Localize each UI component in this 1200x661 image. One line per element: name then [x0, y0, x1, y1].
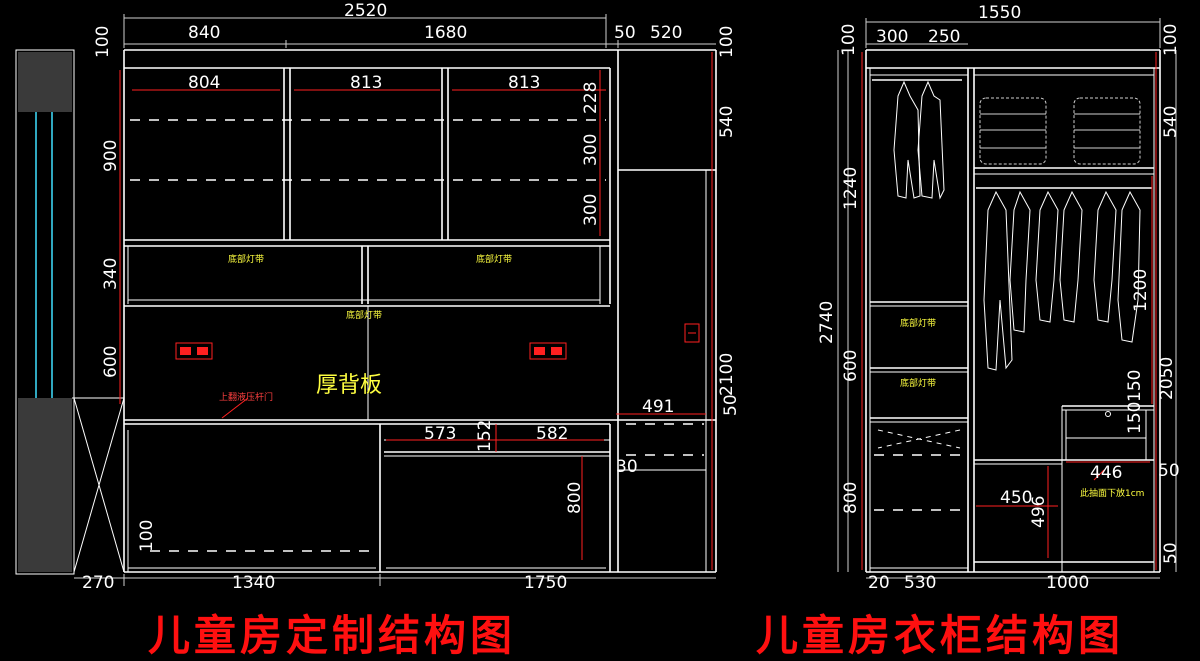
dim-r-50b: 50	[1161, 542, 1181, 564]
dim-h-100: 100	[93, 26, 113, 58]
light-strip-label: 底部灯带	[228, 253, 264, 265]
dim-r-300a: 300	[581, 134, 601, 166]
dim-l-1240: 1240	[841, 167, 861, 210]
dim-bottom-20: 20	[868, 573, 890, 593]
right-drawing-title: 儿童房衣柜结构图	[756, 611, 1124, 660]
dim-l-800: 800	[841, 482, 861, 514]
dim-152: 152	[475, 420, 495, 452]
dim-l-2740: 2740	[817, 301, 837, 344]
dim-800: 800	[565, 482, 585, 514]
wardrobe-dashed-lines	[874, 429, 964, 511]
dim-r-50: 50	[721, 394, 741, 416]
back-panel-label: 厚背板	[316, 373, 382, 398]
wardrobe-frame	[865, 49, 1161, 573]
left-drawing-title: 儿童房定制结构图	[148, 611, 516, 660]
dim-r-50a: 50	[1158, 461, 1180, 481]
dim-r-150a: 150	[1125, 370, 1145, 402]
dim-bottom-1750: 1750	[524, 573, 567, 593]
dim-shelf-c: 813	[508, 73, 540, 93]
dim-446: 446	[1090, 463, 1122, 483]
power-socket-right	[529, 342, 567, 360]
red-dimension-lines	[119, 52, 713, 570]
dim-r-540: 540	[1161, 106, 1181, 138]
hanging-clothes-left	[893, 80, 945, 200]
wardrobe-leaders	[837, 18, 1177, 579]
dim-30: 30	[616, 457, 638, 477]
left-cabinet-drawing: 底部灯带 底部灯带 底部灯带 厚背板 上翻液压杆门 2520 840 1680 …	[15, 1, 741, 660]
dim-r-100: 100	[717, 26, 737, 58]
light-switch	[684, 323, 700, 343]
dim-top-gap: 50	[614, 23, 636, 43]
dim-r-150b: 150	[1125, 402, 1145, 434]
light-strip-label: 底部灯带	[346, 309, 382, 321]
dim-r-228: 228	[581, 82, 601, 114]
dim-r-540: 540	[717, 106, 737, 138]
cabinet-frame	[123, 49, 717, 573]
drawer-note-label: 此抽面下放1cm	[1080, 487, 1144, 499]
dim-r-1200: 1200	[1131, 269, 1151, 312]
dim-l-600: 600	[841, 350, 861, 382]
lift-door-label: 上翻液压杆门	[219, 391, 273, 403]
dim-bottom-1000: 1000	[1046, 573, 1089, 593]
dim-top-right: 520	[650, 23, 682, 43]
dim-total-width: 1550	[978, 3, 1021, 23]
light-strip-label: 底部灯带	[900, 377, 936, 389]
dim-bottom-270: 270	[82, 573, 114, 593]
dim-bottom-530: 530	[904, 573, 936, 593]
dim-450: 450	[1000, 488, 1032, 508]
side-wall-panel	[15, 49, 125, 575]
light-strip-label: 底部灯带	[900, 317, 936, 329]
dim-shelf-b: 813	[350, 73, 382, 93]
dim-582: 582	[536, 424, 568, 444]
dim-496: 496	[1029, 496, 1049, 528]
top-dimension-leaders	[74, 14, 716, 586]
dim-top-300: 300	[876, 27, 908, 47]
dim-h-600: 600	[101, 346, 121, 378]
dim-r-300b: 300	[581, 194, 601, 226]
dim-491: 491	[642, 397, 674, 417]
dim-h-100-bottom: 100	[137, 520, 157, 552]
dim-r-100: 100	[1161, 24, 1181, 56]
dim-total-width: 2520	[344, 1, 387, 21]
dim-r-2100: 2100	[717, 353, 737, 396]
folded-blankets	[979, 97, 1141, 165]
dim-top-mid: 1680	[424, 23, 467, 43]
dim-h-900: 900	[101, 140, 121, 172]
dim-h-340: 340	[101, 258, 121, 290]
hanging-clothes-right	[983, 190, 1141, 371]
dim-shelf-a: 804	[188, 73, 220, 93]
dim-top-left: 840	[188, 23, 220, 43]
right-wardrobe-drawing: 底部灯带 底部灯带 此抽面下放1cm 1550 300 250 100 1240…	[756, 3, 1181, 660]
dim-bottom-1340: 1340	[232, 573, 275, 593]
dim-r-2050: 2050	[1157, 357, 1177, 400]
dim-l-100: 100	[839, 24, 859, 56]
shelf-dashed-lines	[130, 119, 704, 552]
power-socket-left	[175, 342, 213, 360]
light-strip-label: 底部灯带	[476, 253, 512, 265]
dim-573: 573	[424, 424, 456, 444]
dim-top-250: 250	[928, 27, 960, 47]
wardrobe-red-dims	[861, 52, 1157, 570]
